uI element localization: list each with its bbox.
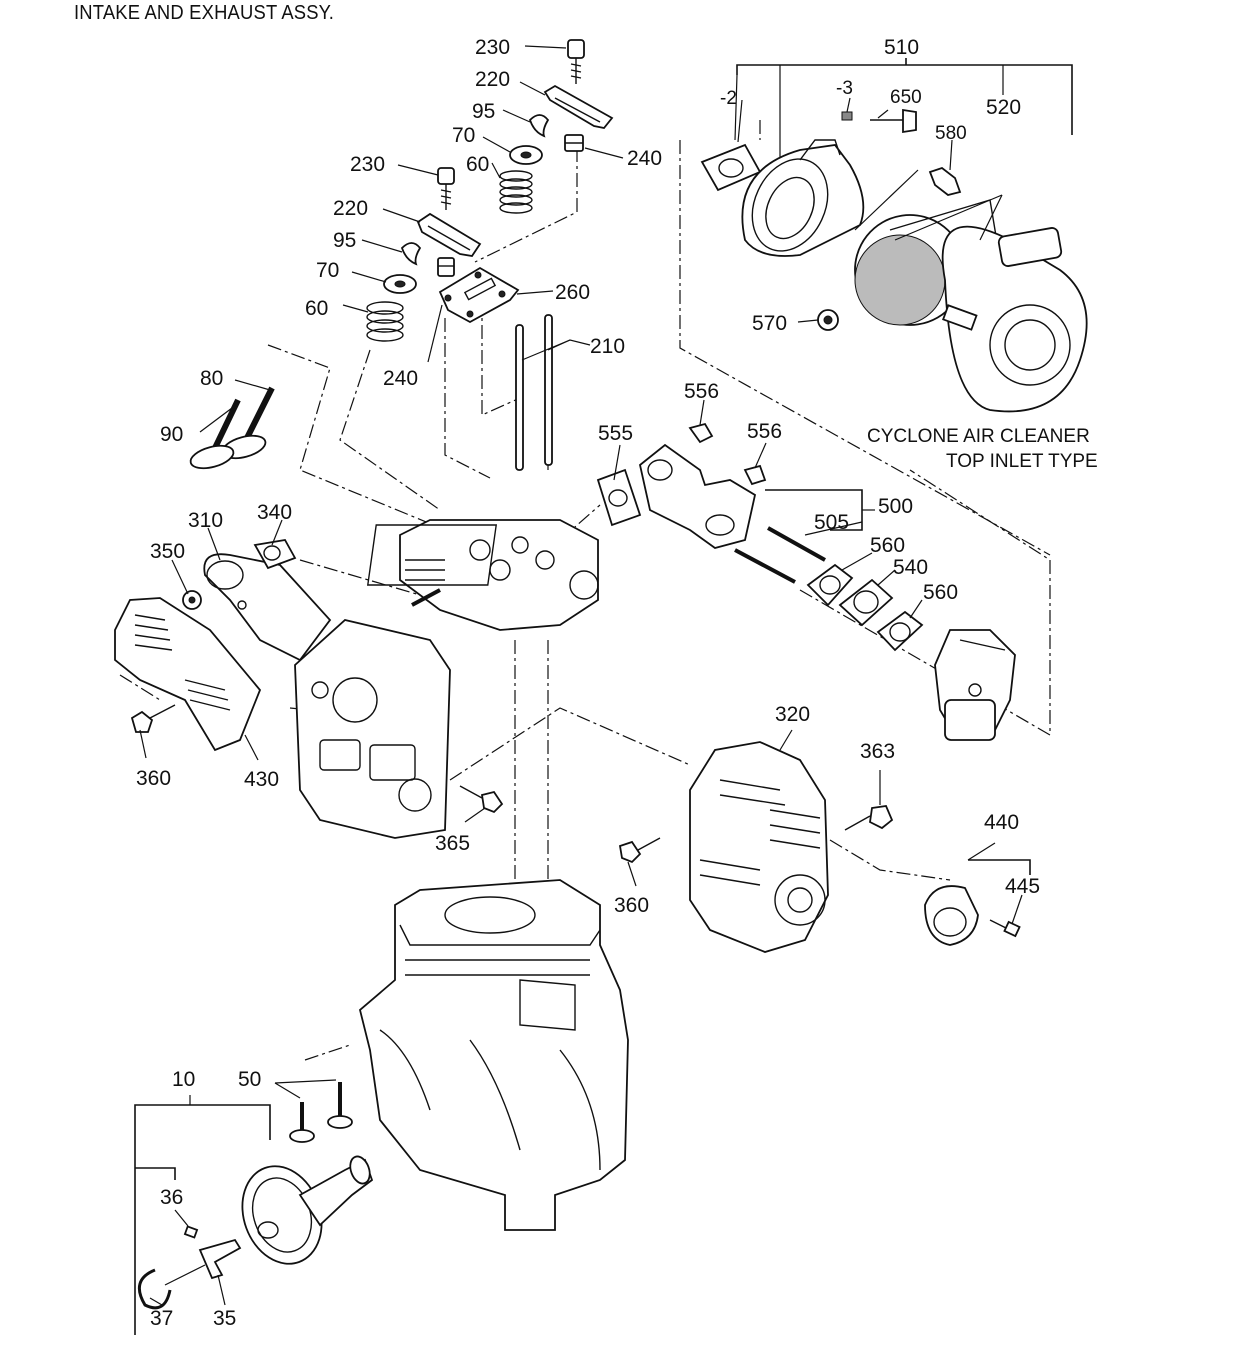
label-60-upper: 60: [466, 153, 489, 176]
label-95-upper: 95: [472, 100, 495, 123]
label-505: 505: [814, 511, 849, 534]
label-10: 10: [172, 1068, 195, 1091]
label-260: 260: [555, 281, 590, 304]
label-70-lower: 70: [316, 259, 339, 282]
spring-retainer-70-upper: [509, 145, 543, 165]
label-340: 340: [257, 501, 292, 524]
label-80: 80: [200, 367, 223, 390]
rocker-arm-220-upper: [543, 84, 614, 129]
push-rod-guide-plate-260: [438, 266, 520, 324]
tappets-50: [289, 1082, 353, 1143]
gasket-340: [253, 539, 297, 570]
label-363: 363: [860, 740, 895, 763]
spark-arrester-440: [924, 885, 1021, 946]
valves-80-90: [189, 386, 275, 470]
label-430: 430: [244, 768, 279, 791]
label-90: 90: [160, 423, 183, 446]
camshaft-10: [241, 1155, 374, 1265]
air-cleaner-assembly-510: [700, 108, 1088, 413]
label-310: 310: [188, 509, 223, 532]
label-35: 35: [213, 1307, 236, 1330]
label-60-lower: 60: [305, 297, 328, 320]
exhaust-pipe-310: [203, 553, 332, 662]
label-240-upper: 240: [627, 147, 662, 170]
label-230-upper: 230: [475, 36, 510, 59]
label-440: 440: [984, 811, 1019, 834]
valve-spring-60-upper: [499, 170, 533, 214]
label-556-upper: 556: [684, 380, 719, 403]
label-95-lower: 95: [333, 229, 356, 252]
label-520: 520: [986, 96, 1021, 119]
part-number-labels: 230 220 95 70 230 60 240 220 95 70 60 26…: [136, 36, 1040, 1330]
label-560-upper: 560: [870, 534, 905, 557]
spring-retainer-70-lower: [383, 274, 417, 294]
label-320: 320: [775, 703, 810, 726]
valve-collet-95-upper: [528, 114, 550, 138]
rocker-arm-220-lower: [416, 212, 482, 257]
bolt-360-left: [130, 704, 176, 733]
bracket-lines: [134, 58, 1073, 1335]
screw-230-upper: [567, 39, 585, 84]
muffler-protector-320: [689, 741, 829, 953]
label-510: 510: [884, 36, 919, 59]
pin-36: [183, 1225, 199, 1239]
bolt-365: [459, 785, 504, 814]
muffler: [294, 619, 451, 839]
label-540: 540: [893, 556, 928, 579]
valve-spring-60-lower: [366, 301, 404, 342]
label-365: 365: [435, 832, 470, 855]
bolt-363: [844, 805, 894, 831]
label-3: -3: [836, 78, 853, 99]
cylinder-head: [366, 519, 599, 631]
gaskets-560-540: [806, 563, 924, 652]
label-556-lower: 556: [747, 420, 782, 443]
label-350: 350: [150, 540, 185, 563]
pivot-nut-240-upper: [564, 134, 584, 152]
carburetor: [934, 629, 1016, 741]
crankcase: [358, 879, 629, 1231]
label-220-lower: 220: [333, 197, 368, 220]
page-title: INTAKE AND EXHAUST ASSY.: [74, 2, 335, 24]
label-240-lower: 240: [383, 367, 418, 390]
label-360-right: 360: [614, 894, 649, 917]
label-50: 50: [238, 1068, 261, 1091]
caption-line-2: TOP INLET TYPE: [946, 451, 1098, 472]
label-210: 210: [590, 335, 625, 358]
label-570: 570: [752, 312, 787, 335]
muffler-cover-430: [114, 597, 262, 752]
leader-lines: [139, 45, 1023, 1306]
label-2: -2: [720, 88, 737, 109]
screw-230-lower: [437, 167, 455, 210]
nut-350: [182, 590, 202, 610]
pivot-nut-240-lower: [437, 257, 455, 277]
label-445: 445: [1005, 875, 1040, 898]
label-360-left: 360: [136, 767, 171, 790]
label-230-lower: 230: [350, 153, 385, 176]
label-70-upper: 70: [452, 124, 475, 147]
caption-line-1: CYCLONE AIR CLEANER: [867, 426, 1090, 447]
push-rods-210: [515, 314, 553, 471]
label-220-upper: 220: [475, 68, 510, 91]
bolt-360-right: [618, 837, 661, 864]
lever-35: [198, 1238, 242, 1280]
label-650: 650: [890, 87, 922, 108]
label-560-lower: 560: [923, 581, 958, 604]
label-37: 37: [150, 1307, 173, 1330]
label-580: 580: [935, 123, 967, 144]
valve-collet-95-lower: [400, 242, 422, 266]
intake-manifold-assembly-500: [596, 422, 826, 584]
label-500: 500: [878, 495, 913, 518]
clip-37: [137, 1268, 172, 1310]
air-cleaner-caption: CYCLONE AIR CLEANER TOP INLET TYPE: [867, 426, 1098, 472]
label-555: 555: [598, 422, 633, 445]
label-36: 36: [160, 1186, 183, 1209]
